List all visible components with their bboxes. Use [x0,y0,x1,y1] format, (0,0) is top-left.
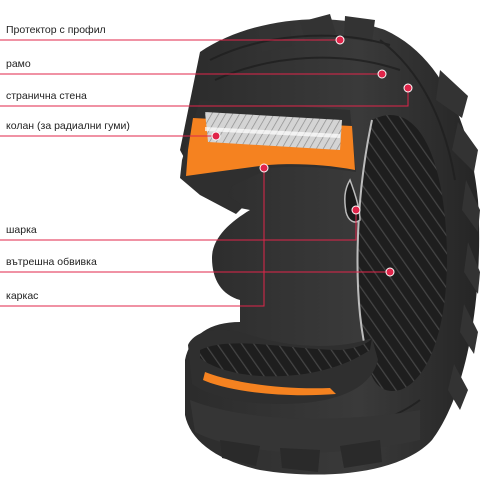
leader-sidewall [0,88,409,107]
label-shoulder: рамо [6,58,31,70]
inner-cavity [358,114,447,391]
dot-shoulder [377,69,387,79]
dot-belt [211,131,221,141]
label-belt: колан (за радиални гуми) [6,120,130,132]
label-sidewall: странична стена [6,90,87,102]
lower-inner-ply [200,338,372,377]
leader-bead [0,210,357,241]
dot-tread [335,35,345,45]
dot-inner-liner [385,267,395,277]
label-carcass: каркас [6,290,39,302]
dot-bead [351,205,361,215]
leader-dots [211,35,413,277]
lower-belt-orange [203,372,336,396]
label-bead: шарка [6,224,37,236]
leader-lines [0,39,409,307]
label-inner-liner: вътрешна обвивка [6,256,97,268]
dot-sidewall [403,83,413,93]
inner-liner-edge [356,119,373,361]
dot-carcass [259,163,269,173]
label-tread: Протектор с профил [6,24,106,36]
leader-carcass [0,168,265,307]
tread-lugs [258,14,480,410]
bottom-tread [190,400,420,472]
